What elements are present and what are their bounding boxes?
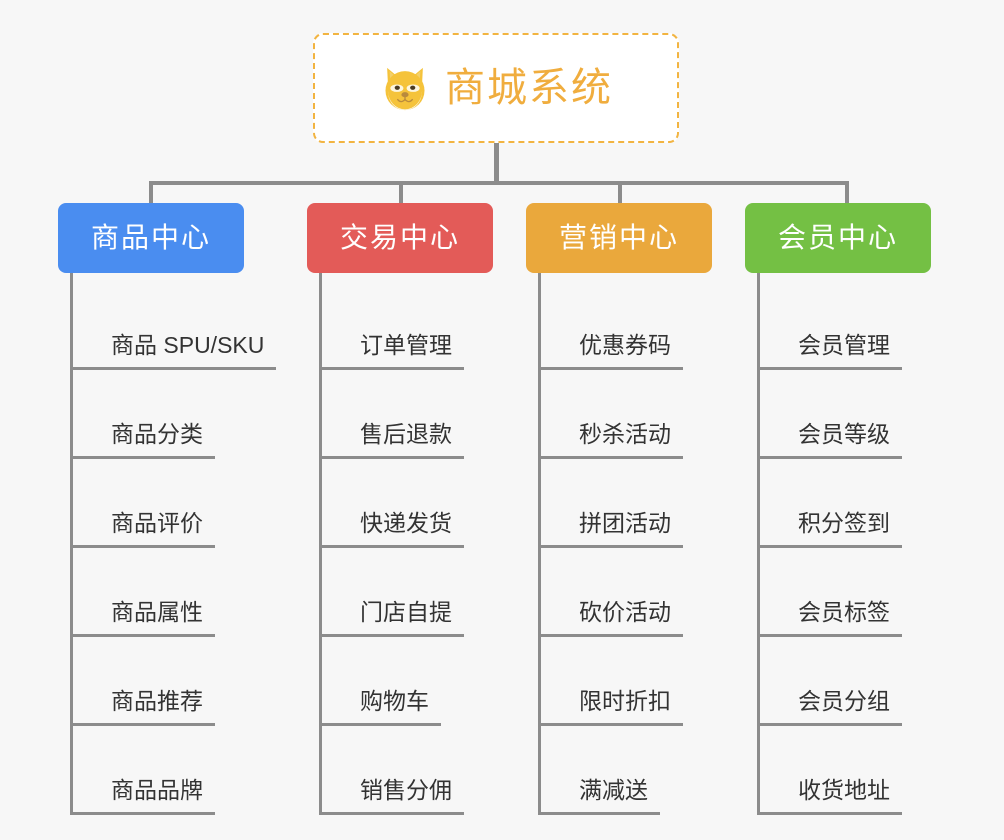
connector-drop-2 (618, 181, 622, 205)
root-node[interactable]: 商城系统 (313, 33, 679, 143)
category-title-0: 商品中心 (90, 222, 211, 253)
category-column-2: 营销中心 优惠券码 秒杀活动 拼团活动 砍价活动 限时折扣 满减送 (526, 203, 712, 815)
category-header-0[interactable]: 商品中心 (58, 203, 244, 273)
list-item[interactable]: 满减送 (541, 726, 712, 815)
item-label: 门店自提 (322, 601, 464, 637)
item-label: 积分签到 (760, 512, 902, 548)
connector-drop-1 (399, 181, 403, 205)
item-label: 商品 SPU/SKU (73, 334, 277, 370)
list-item[interactable]: 商品属性 (73, 548, 244, 637)
item-label: 收货地址 (760, 779, 902, 815)
list-item[interactable]: 销售分佣 (322, 726, 493, 815)
item-label: 订单管理 (322, 334, 464, 370)
item-label: 售后退款 (322, 423, 464, 459)
category-header-1[interactable]: 交易中心 (307, 203, 493, 273)
category-title-3: 会员中心 (777, 222, 898, 253)
list-item[interactable]: 拼团活动 (541, 459, 712, 548)
category-column-3: 会员中心 会员管理 会员等级 积分签到 会员标签 会员分组 收货地址 (745, 203, 931, 815)
category-header-2[interactable]: 营销中心 (526, 203, 712, 273)
item-label: 会员管理 (760, 334, 902, 370)
list-item[interactable]: 门店自提 (322, 548, 493, 637)
root-title: 商城系统 (445, 66, 613, 110)
item-label: 商品属性 (73, 601, 215, 637)
connector-drop-0 (149, 181, 153, 205)
category-items-1: 订单管理 售后退款 快递发货 门店自提 购物车 销售分佣 (319, 273, 493, 815)
item-label: 商品评价 (73, 512, 215, 548)
list-item[interactable]: 售后退款 (322, 370, 493, 459)
category-title-1: 交易中心 (339, 222, 460, 253)
category-items-0: 商品 SPU/SKU 商品分类 商品评价 商品属性 商品推荐 商品品牌 (70, 273, 277, 815)
list-item[interactable]: 会员分组 (760, 637, 931, 726)
list-item[interactable]: 订单管理 (322, 281, 493, 370)
list-item[interactable]: 会员标签 (760, 548, 931, 637)
connector-root-stem (494, 143, 499, 183)
item-label: 商品推荐 (73, 690, 215, 726)
item-label: 销售分佣 (322, 779, 464, 815)
item-label: 商品品牌 (73, 779, 215, 815)
list-item[interactable]: 商品推荐 (73, 637, 244, 726)
connector-drop-3 (845, 181, 849, 205)
item-label: 优惠券码 (541, 334, 683, 370)
category-header-3[interactable]: 会员中心 (745, 203, 931, 273)
list-item[interactable]: 商品分类 (73, 370, 244, 459)
category-column-1: 交易中心 订单管理 售后退款 快递发货 门店自提 购物车 销售分佣 (307, 203, 493, 815)
item-label: 满减送 (541, 779, 660, 815)
item-label: 会员分组 (760, 690, 902, 726)
item-label: 会员等级 (760, 423, 902, 459)
list-item[interactable]: 商品品牌 (73, 726, 244, 815)
item-label: 拼团活动 (541, 512, 683, 548)
list-item[interactable]: 限时折扣 (541, 637, 712, 726)
list-item[interactable]: 会员等级 (760, 370, 931, 459)
item-label: 砍价活动 (541, 601, 683, 637)
list-item[interactable]: 会员管理 (760, 281, 931, 370)
list-item[interactable]: 快递发货 (322, 459, 493, 548)
item-label: 商品分类 (73, 423, 215, 459)
list-item[interactable]: 购物车 (322, 637, 493, 726)
category-items-3: 会员管理 会员等级 积分签到 会员标签 会员分组 收货地址 (757, 273, 931, 815)
list-item[interactable]: 秒杀活动 (541, 370, 712, 459)
list-item[interactable]: 商品评价 (73, 459, 244, 548)
list-item[interactable]: 收货地址 (760, 726, 931, 815)
shiba-inu-dog-face-icon (385, 67, 425, 111)
list-item[interactable]: 优惠券码 (541, 281, 712, 370)
category-items-2: 优惠券码 秒杀活动 拼团活动 砍价活动 限时折扣 满减送 (538, 273, 712, 815)
item-label: 会员标签 (760, 601, 902, 637)
list-item[interactable]: 商品 SPU/SKU (73, 281, 277, 370)
category-column-0: 商品中心 商品 SPU/SKU 商品分类 商品评价 商品属性 商品推荐 商品品牌 (58, 203, 277, 815)
list-item[interactable]: 砍价活动 (541, 548, 712, 637)
list-item[interactable]: 积分签到 (760, 459, 931, 548)
item-label: 限时折扣 (541, 690, 683, 726)
item-label: 快递发货 (322, 512, 464, 548)
connector-horizontal-bus (150, 181, 849, 185)
item-label: 秒杀活动 (541, 423, 683, 459)
category-title-2: 营销中心 (558, 222, 679, 253)
item-label: 购物车 (322, 690, 441, 726)
